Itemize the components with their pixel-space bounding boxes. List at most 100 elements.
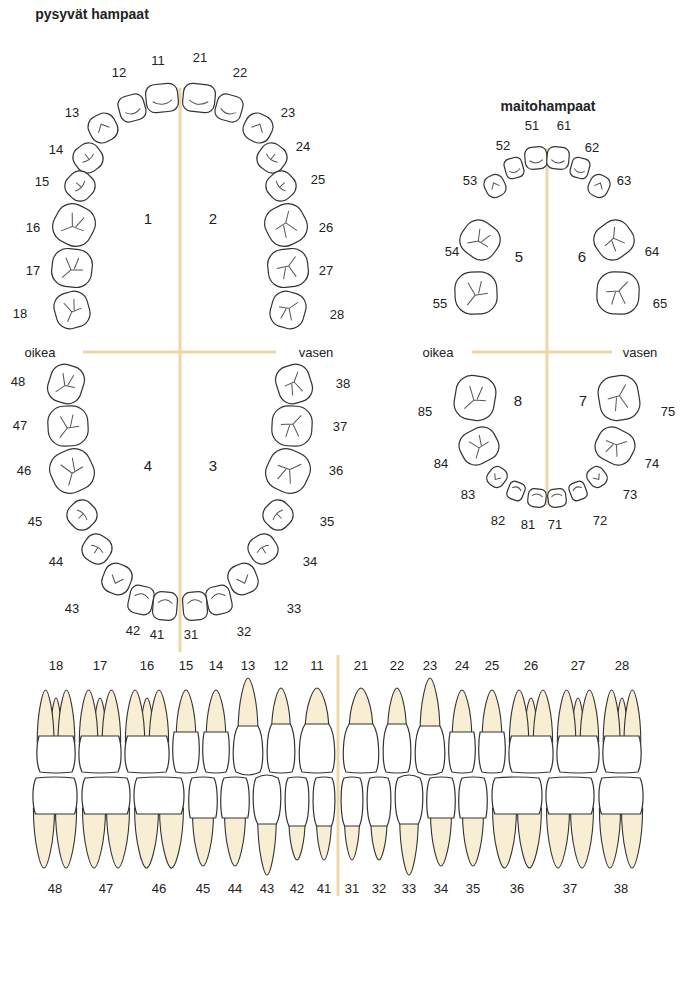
tooth-fissure: [62, 298, 84, 322]
tooth-outline: [267, 288, 309, 332]
upper-side-teeth: [37, 678, 641, 775]
tooth-crown-top: [213, 92, 245, 124]
tooth-outline: [244, 530, 283, 569]
tooth-number: 13: [241, 659, 255, 672]
tooth-fissure: [251, 121, 265, 132]
tooth-crown-top: [569, 156, 592, 180]
tooth-number: 53: [463, 174, 477, 187]
tooth-number: 25: [485, 659, 499, 672]
tooth-number: 12: [274, 659, 288, 672]
tooth-crown-top: [47, 198, 101, 252]
tooth-crown-top: [567, 480, 588, 503]
tooth-outline: [484, 464, 510, 491]
dental-arch: [44, 361, 316, 621]
tooth-number: 34: [303, 555, 317, 568]
tooth-crown: [125, 736, 169, 773]
tooth-number: 73: [623, 488, 637, 501]
midline: [472, 351, 612, 354]
tooth-number: 26: [524, 659, 538, 672]
tooth-outline: [261, 166, 301, 206]
tooth-side-view: [233, 678, 263, 775]
tooth-side-view: [603, 690, 641, 773]
tooth-outline: [44, 361, 88, 407]
tooth-side-view: [253, 775, 281, 875]
tooth-root: [509, 690, 528, 742]
midline: [546, 148, 549, 505]
tooth-fissure: [74, 509, 89, 524]
tooth-root: [58, 690, 75, 742]
tooth-number: 48: [11, 375, 25, 388]
tooth-crown: [33, 777, 77, 814]
tooth-number: 42: [290, 882, 304, 895]
tooth-crown-top: [259, 198, 313, 252]
tooth-outline: [588, 214, 640, 266]
tooth-number: 83: [461, 488, 475, 501]
tooth-number: 61: [557, 119, 571, 132]
tooth-crown-top: [116, 92, 148, 124]
tooth-fissure: [135, 592, 150, 598]
tooth-number: 55: [433, 297, 447, 310]
tooth-root: [533, 690, 552, 742]
tooth-crown: [395, 775, 423, 824]
tooth-side-view: [285, 777, 309, 860]
tooth-outline: [259, 198, 313, 252]
tooth-outline: [569, 156, 592, 180]
quadrant-number: 3: [209, 458, 217, 473]
tooth-side-view: [313, 777, 335, 860]
tooth-number: 17: [26, 264, 40, 277]
tooth-root: [452, 690, 472, 738]
tooth-number: 41: [150, 628, 164, 641]
tooth-side-view: [415, 678, 445, 775]
tooth-fissure: [59, 414, 80, 437]
tooth-side-view: [492, 777, 542, 868]
tooth-number: 21: [193, 51, 207, 64]
side-label: oikea: [422, 346, 453, 359]
tooth-outline: [596, 271, 640, 315]
tooth-outline: [505, 480, 526, 503]
tooth-number: 51: [525, 119, 539, 132]
tooth-number: 32: [237, 625, 251, 638]
dental-arch: [454, 146, 640, 315]
tooth-number: 54: [445, 245, 459, 258]
tooth-crown: [367, 777, 391, 826]
tooth-fissure: [574, 169, 585, 174]
tooth-crown-top: [481, 172, 509, 201]
tooth-root: [193, 812, 214, 866]
tooth-root: [55, 808, 76, 868]
tooth-outline: [527, 488, 547, 508]
tooth-crown-top: [546, 146, 570, 170]
tooth-fissure: [594, 181, 604, 189]
tooth-outline: [260, 443, 316, 499]
tooth-outline: [266, 247, 310, 289]
tooth-fissure: [56, 372, 79, 397]
dental-arch: [452, 373, 643, 508]
tooth-number: 23: [281, 106, 295, 119]
tooth-number: 84: [434, 457, 448, 470]
tooth-crown: [341, 777, 363, 826]
tooth-crown: [603, 736, 641, 773]
tooth-outline: [50, 247, 94, 289]
tooth-fissure: [532, 493, 543, 496]
tooth-number: 31: [184, 628, 198, 641]
tooth-side-view: [299, 688, 334, 773]
tooth-root: [571, 808, 594, 868]
tooth-outline: [213, 92, 245, 124]
tooth-side-view: [383, 688, 411, 773]
tooth-fissure: [61, 211, 89, 240]
tooth-number: 35: [320, 515, 334, 528]
tooth-crown-top: [588, 214, 640, 266]
tooth-number: 31: [345, 882, 359, 895]
tooth-fissure: [512, 486, 522, 492]
tooth-fissure: [551, 160, 564, 164]
quadrant-number: 7: [579, 393, 587, 408]
tooth-outline: [584, 464, 610, 491]
tooth-crown: [343, 724, 378, 773]
tooth-number: 63: [617, 174, 631, 187]
tooth-outline: [596, 373, 643, 423]
tooth-side-view: [449, 690, 476, 773]
tooth-number: 74: [645, 457, 659, 470]
tooth-fissure: [272, 455, 301, 485]
tooth-crown-top: [267, 288, 309, 332]
tooth-crown: [599, 777, 643, 814]
tooth-root: [125, 690, 144, 742]
